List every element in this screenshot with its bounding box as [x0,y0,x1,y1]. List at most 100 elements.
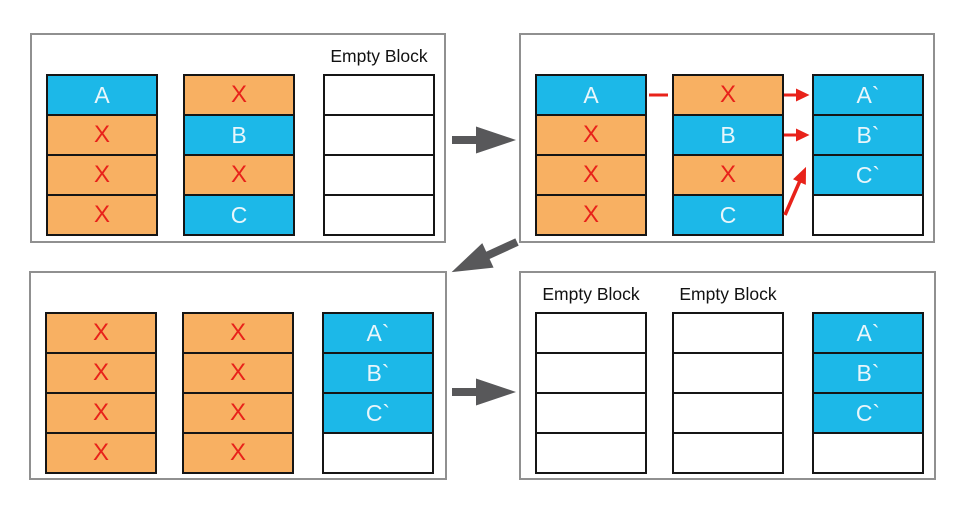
block-cell: X [182,312,294,354]
cell-label: A` [856,319,880,346]
cell-label: X [229,359,246,386]
block-cell [812,194,924,236]
block-cell: X [46,114,158,156]
block-cell: C [183,194,295,236]
cell-label: X [92,439,109,466]
block-cell: X [183,74,295,116]
cell-label: C` [855,161,881,188]
block-cell [535,352,647,394]
block-cell: C` [812,392,924,434]
cell-label: C` [365,399,391,426]
empty-block-label: Empty Block [542,284,640,304]
cell-label: C` [855,399,881,426]
cell-label: X [92,359,109,386]
empty-block-label: Empty Block [679,284,777,304]
block-cell: X [182,432,294,474]
block-cell: B` [322,352,434,394]
cell-label: X [230,81,247,108]
block-cell: A` [812,312,924,354]
cell-label: B` [856,121,880,148]
block-cell: X [46,194,158,236]
block-cell: X [45,392,157,434]
block-column: Empty Block [323,46,435,236]
block-column: A` B` C` [812,74,924,236]
cell-label: X [92,399,109,426]
block-cell: X [45,432,157,474]
cell-label: X [93,201,110,228]
block-cell: X [535,114,647,156]
block-cell [323,74,435,116]
flow-arrow-right-icon [452,378,516,406]
block-cell: X [45,352,157,394]
cell-label: X [582,201,599,228]
cell-label: B [231,121,247,148]
cell-label: X [229,319,246,346]
block-column: Empty Block [672,284,784,474]
cell-label: X [229,399,246,426]
block-cell: A [535,74,647,116]
flow-arrow-right-icon [452,126,516,154]
block-cell: X [182,352,294,394]
block-cell: A [46,74,158,116]
block-cell: C` [322,392,434,434]
cell-label: X [93,161,110,188]
block-cell [323,114,435,156]
block-cell: X [672,74,784,116]
block-cell: X [183,154,295,196]
cell-label: X [92,319,109,346]
block-column: Empty Block [535,284,647,474]
block-cell [323,154,435,196]
cell-label: B` [856,359,880,386]
cell-label: X [93,121,110,148]
block-cell [535,432,647,474]
cell-label: B [720,121,736,148]
block-cell: X [46,154,158,196]
block-cell: B [672,114,784,156]
block-cell [672,392,784,434]
block-cell [672,352,784,394]
block-cell: X [535,194,647,236]
block-cell [672,312,784,354]
block-cell [535,392,647,434]
cell-label: A [583,81,599,108]
block-column: A` B` C` [812,312,924,474]
block-cell: B` [812,114,924,156]
empty-block-label: Empty Block [330,46,428,66]
block-cell: B [183,114,295,156]
cell-label: X [229,439,246,466]
block-cell: A` [812,74,924,116]
block-cell: X [45,312,157,354]
block-cell: X [182,392,294,434]
cell-label: X [582,121,599,148]
cell-label: B` [366,359,390,386]
flow-arrow-down-left-icon [451,238,519,273]
block-cell: B` [812,352,924,394]
cell-label: A` [856,81,880,108]
block-cell [812,432,924,474]
cell-label: C [230,201,248,228]
cell-label: X [230,161,247,188]
cell-label: A` [366,319,390,346]
block-cell [672,432,784,474]
block-column: A` B` C` [322,312,434,474]
cell-label: X [719,81,736,108]
cell-label: X [719,161,736,188]
cell-label: C [719,201,737,228]
cell-label: A [94,81,110,108]
block-cell [322,432,434,474]
cell-label: X [582,161,599,188]
block-cell [323,194,435,236]
block-cell [535,312,647,354]
block-cell: X [672,154,784,196]
